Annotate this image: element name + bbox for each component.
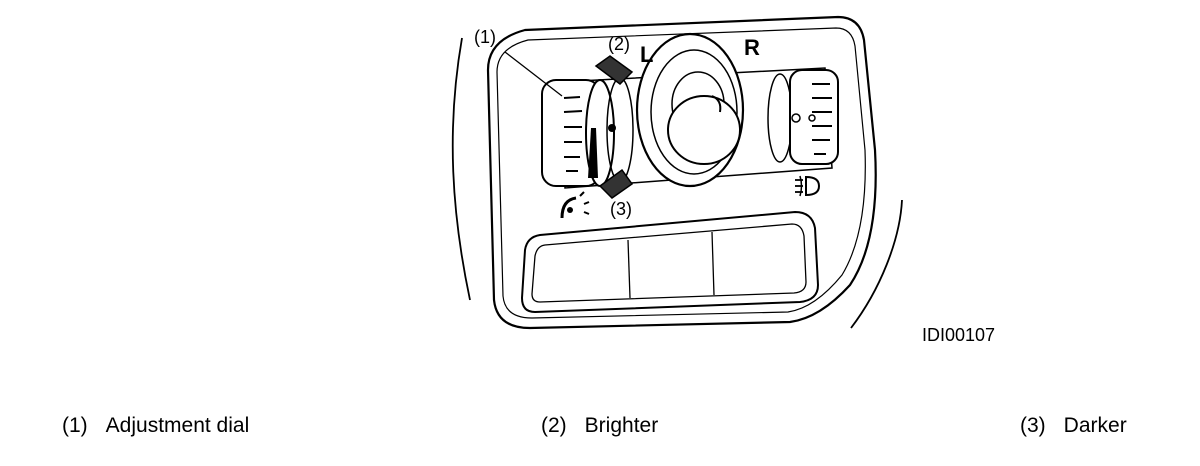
figure-id: IDI00107 — [922, 325, 995, 345]
panel-bezel-outer — [486, 15, 877, 330]
headlight-knob[interactable] — [635, 32, 745, 188]
fog-light-dial[interactable] — [767, 69, 839, 165]
callout-1-leader — [504, 51, 563, 97]
label-right: R — [744, 35, 760, 60]
indicator-dot — [608, 124, 616, 132]
legend-number: (2) — [541, 414, 567, 437]
callout-3: (3) — [610, 199, 632, 219]
legend-item-darker: (3) Darker — [1020, 414, 1127, 438]
dashboard-left-curve — [451, 37, 471, 301]
dashboard-light-icon — [560, 191, 590, 219]
callout-2: (2) — [608, 34, 630, 54]
dashboard-right-curve — [850, 199, 903, 329]
legend-label: Darker — [1063, 414, 1127, 437]
darker-arrow — [598, 168, 634, 199]
callout-1: (1) — [474, 27, 496, 47]
panel-bezel-inner — [496, 27, 866, 319]
legend-item-brighter: (2) Brighter — [541, 414, 658, 438]
legend-label: Brighter — [584, 414, 659, 437]
label-left: L — [640, 42, 653, 67]
brighter-arrow — [594, 55, 634, 85]
fog-light-icon — [795, 175, 821, 197]
switch-panel-diagram: (1) (2) (3) L R IDI00107 — [451, 15, 995, 345]
adjustment-dial[interactable] — [541, 79, 615, 187]
legend-item-adjustment-dial: (1) Adjustment dial — [62, 414, 249, 438]
legend-number: (3) — [1020, 414, 1046, 437]
legend-number: (1) — [62, 414, 88, 437]
button-tray — [520, 210, 820, 314]
legend-label: Adjustment dial — [105, 414, 250, 437]
